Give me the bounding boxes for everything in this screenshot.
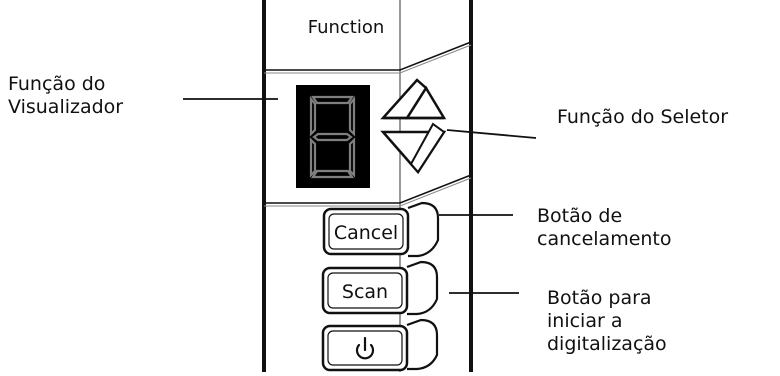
segment-f [309, 95, 317, 137]
selector-down-button[interactable] [380, 122, 447, 175]
selector-up-button[interactable] [380, 78, 447, 120]
selector-function-label: Função do Seletor [557, 106, 728, 129]
display-function-label-line2: Visualizador [8, 96, 124, 118]
triangle-down-bevel [409, 122, 446, 174]
power-button-side [406, 318, 439, 371]
cancel-button-side [407, 201, 440, 258]
display-window [296, 85, 370, 188]
display-function-label: Função do Visualizador [8, 73, 123, 119]
function-section-separator-shadow [264, 44, 472, 74]
cancel-button-callout: Botão de cancelamento [537, 205, 672, 251]
display-section-separator-shadow [264, 177, 472, 207]
selector-function-label-line1: Função do Seletor [557, 106, 729, 128]
scan-button-side [406, 260, 439, 316]
scan-button-label: Scan [342, 281, 388, 303]
cancel-button[interactable]: Cancel [322, 201, 440, 258]
cancel-button-face [322, 207, 410, 256]
selector-leader-line [446, 129, 537, 139]
scan-button-callout-line3: digitalização [547, 333, 667, 355]
scan-button-callout-line1: Botão para [547, 287, 652, 309]
power-button[interactable] [321, 318, 439, 372]
power-icon [355, 336, 375, 360]
cancel-button-callout-line2: cancelamento [537, 228, 672, 250]
digit-8-segments [309, 95, 356, 179]
cancel-button-label: Cancel [334, 222, 398, 244]
segment-d [310, 169, 355, 179]
scan-button-inner [327, 272, 403, 309]
segment-c [348, 137, 356, 178]
scan-button[interactable]: Scan [321, 260, 439, 316]
segment-a [310, 95, 355, 105]
scan-button-callout-line2: iniciar a [547, 310, 623, 332]
function-title: Function [308, 17, 385, 38]
display-section-separator [264, 174, 472, 204]
scan-button-callout: Botão para iniciar a digitalização [547, 287, 667, 356]
function-section-separator [264, 41, 472, 71]
segment-g [312, 132, 353, 142]
segment-e [309, 137, 317, 178]
cancel-button-inner [328, 213, 404, 250]
power-button-inner [327, 330, 403, 366]
seven-segment-display [296, 85, 370, 188]
display-function-label-line1: Função do [8, 73, 106, 95]
segment-b [348, 95, 356, 137]
cancel-button-callout-line1: Botão de [537, 205, 623, 227]
scan-button-face [321, 266, 409, 315]
